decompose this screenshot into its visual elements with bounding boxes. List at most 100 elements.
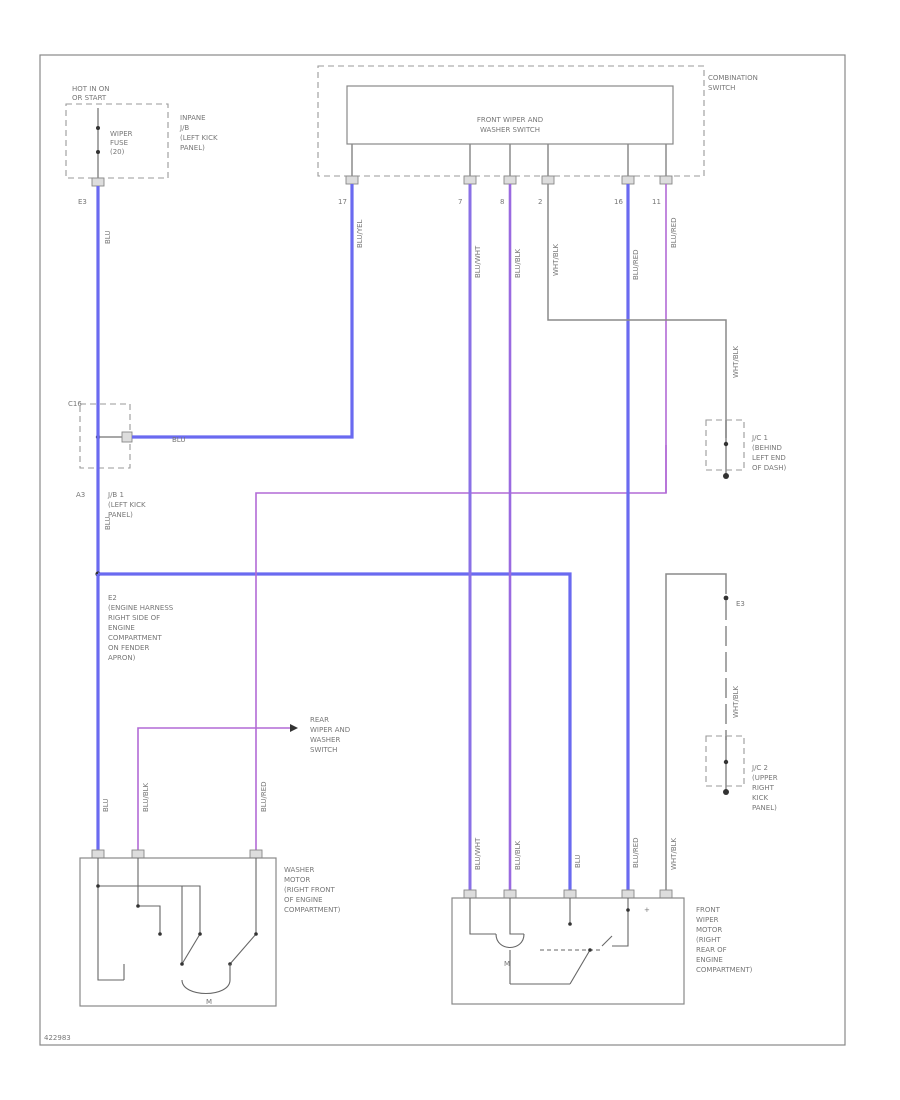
jc1-label-2: (BEHIND — [752, 444, 782, 452]
inpane-jb-outline — [65, 103, 169, 179]
combination-switch-label: COMBINATION — [708, 74, 758, 82]
wire-pin17-to-jb1 — [132, 184, 354, 439]
wire-label-blu-4b: BLU — [574, 855, 582, 868]
fuse-connector — [91, 177, 105, 187]
jc2-label-5: PANEL) — [752, 804, 777, 812]
rear-wiper-label: REAR — [310, 716, 329, 724]
wiper-fuse-icon — [96, 108, 100, 178]
jc2-outline — [705, 735, 745, 787]
e2-label-7: APRON) — [108, 654, 136, 662]
wiper-fuse-label-3: (20) — [110, 148, 125, 156]
wire-label-blu-red-4: BLU/RED — [632, 837, 640, 868]
rear-wiper-arrow-icon — [290, 724, 298, 732]
wire-pin2-to-jc1 — [547, 184, 727, 438]
wire-label-blu-blk-3: BLU/BLK — [514, 840, 522, 870]
jc1-dot — [723, 441, 729, 447]
inpane-jb-label: INPANE — [180, 114, 206, 122]
washer-motor-label-5: COMPARTMENT) — [284, 906, 341, 914]
washer-motor-label: WASHER — [284, 866, 314, 874]
pin-2: 2 — [538, 198, 542, 206]
wire-label-blu-3: BLU — [104, 517, 112, 530]
front-wiper-switch-label: FRONT WIPER AND — [477, 116, 543, 124]
front-motor-symbol: M — [504, 960, 510, 968]
combination-switch-label-2: SWITCH — [708, 84, 735, 92]
pin-17: 17 — [338, 198, 347, 206]
e3-label: E3 — [736, 600, 745, 608]
hot-label: HOT IN ON — [72, 85, 110, 93]
front-motor-plus: + — [644, 906, 650, 914]
front-wiper-motor-box — [451, 897, 685, 1005]
e2-label-3: RIGHT SIDE OF — [108, 614, 160, 622]
jc2-label: J/C 2 — [751, 764, 768, 772]
wire-label-blu-red-2: BLU/RED — [260, 781, 268, 812]
front-motor-label-3: MOTOR — [696, 926, 722, 934]
jb1-top-pin: C16 — [68, 400, 82, 408]
washer-motor-label-3: (RIGHT FRONT — [284, 886, 335, 894]
diagram-frame — [39, 54, 846, 1046]
inpane-jb-label-2: J/B — [179, 124, 189, 132]
front-motor-label-2: WIPER — [696, 916, 719, 924]
ground-icon-2 — [723, 789, 729, 795]
wire-label-wht-blk-1: WHT/BLK — [552, 243, 560, 276]
e2-label-4: ENGINE — [108, 624, 135, 632]
jc2-label-2: (UPPER — [752, 774, 778, 782]
jb1-label: J/B 1 — [107, 491, 124, 499]
front-wiper-motor-connectors — [463, 889, 673, 899]
washer-motor-symbol: M — [206, 998, 212, 1006]
jc2-label-4: KICK — [752, 794, 769, 802]
wire-label-blu-blk-1: BLU/BLK — [142, 782, 150, 812]
diagram-code: 422983 — [44, 1034, 71, 1042]
wiper-fuse-label-2: FUSE — [110, 139, 128, 147]
jc1-label-4: OF DASH) — [752, 464, 787, 472]
pin-11: 11 — [652, 198, 661, 206]
wire-label-blu-blk-2: BLU/BLK — [514, 248, 522, 278]
washer-motor-label-2: MOTOR — [284, 876, 310, 884]
wire-front-motor-gray — [665, 573, 727, 890]
wire-label-blu-2: BLU — [172, 436, 185, 444]
rear-wiper-label-3: WASHER — [310, 736, 340, 744]
combination-switch-outline — [317, 65, 705, 177]
e2-label-2: (ENGINE HARNESS — [108, 604, 174, 612]
wire-label-blu-yel: BLU/YEL — [356, 219, 364, 248]
inpane-jb-label-4: PANEL) — [180, 144, 205, 152]
wiper-fuse-label: WIPER — [110, 130, 133, 138]
wire-label-blu-red-1: BLU/RED — [670, 217, 678, 248]
jb1-label-3: PANEL) — [108, 511, 133, 519]
jc2-label-3: RIGHT — [752, 784, 775, 792]
washer-motor-switch-icon — [96, 858, 258, 995]
fuse-pin-e3: E3 — [78, 198, 87, 206]
front-wiper-switch-label-2: WASHER SWITCH — [480, 126, 540, 134]
pin-8: 8 — [500, 198, 504, 206]
inpane-jb-label-3: (LEFT KICK — [180, 134, 218, 142]
jb1-bottom-pin: A3 — [76, 491, 85, 499]
combination-switch-connectors — [345, 144, 673, 185]
front-motor-label-4: (RIGHT — [696, 936, 721, 944]
jc2-dot — [723, 759, 729, 765]
washer-motor-box — [79, 857, 277, 1007]
pin-7: 7 — [458, 198, 462, 206]
front-motor-label-5: REAR OF — [696, 946, 727, 954]
wire-label-wht-blk-4: WHT/BLK — [670, 837, 678, 870]
e2-label-6: ON FENDER — [108, 644, 149, 652]
e2-label-5: COMPARTMENT — [108, 634, 162, 642]
splice-e3-dot — [723, 595, 729, 601]
wire-label-blu-wht-1: BLU/WHT — [474, 245, 482, 278]
front-motor-label: FRONT — [696, 906, 721, 914]
jc1-label: J/C 1 — [751, 434, 768, 442]
washer-motor-label-4: OF ENGINE — [284, 896, 323, 904]
jb1-connector — [121, 431, 133, 443]
front-motor-label-6: ENGINE — [696, 956, 723, 964]
jb1-label-2: (LEFT KICK — [108, 501, 146, 509]
front-wiper-washer-switch-box — [346, 85, 674, 145]
rear-wiper-label-4: SWITCH — [310, 746, 337, 754]
wire-label-blu-wht-2: BLU/WHT — [474, 837, 482, 870]
hot-label-2: OR START — [72, 94, 107, 102]
wire-label-blu-red-3: BLU/RED — [632, 249, 640, 280]
wire-rear-wiper — [137, 727, 290, 850]
rear-wiper-label-2: WIPER AND — [310, 726, 350, 734]
wire-pin11-to-washer — [255, 184, 667, 850]
pin-16: 16 — [614, 198, 623, 206]
ground-icon — [723, 473, 729, 479]
front-motor-label-7: COMPARTMENT) — [696, 966, 753, 974]
wire-label-wht-blk-2: WHT/BLK — [732, 345, 740, 378]
